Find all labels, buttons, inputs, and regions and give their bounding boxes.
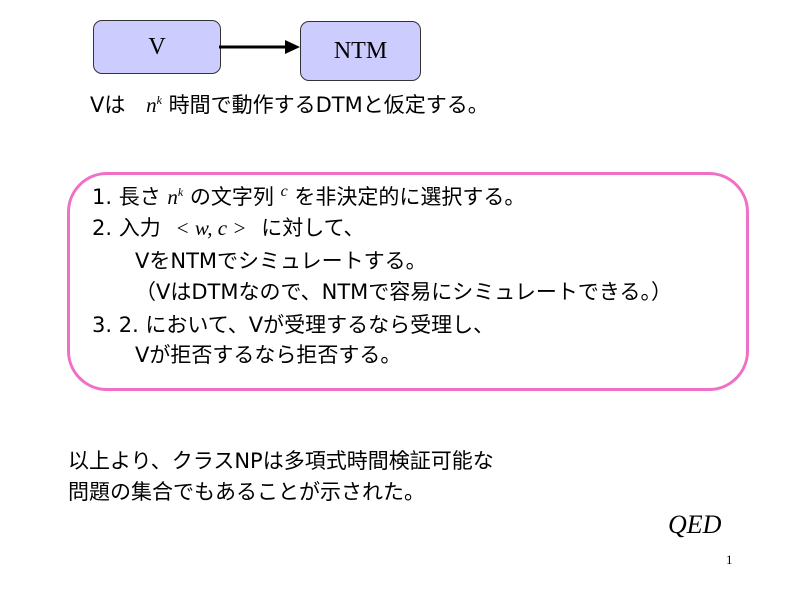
box-ntm-label: NTM (333, 37, 388, 64)
box-v-label: V (148, 33, 166, 60)
arrow-icon (219, 40, 300, 54)
step-1-mid: の文字列 (189, 185, 274, 209)
step-1: 1. 長さ nk の文字列 c を非決定的に選択する。 (92, 184, 525, 208)
assumption-text: Vは nk 時間で動作するDTMと仮定する。 (90, 94, 489, 116)
box-ntm: NTM (300, 21, 421, 81)
step-2: 2. 入力 < w, c > に対して、 (92, 218, 365, 239)
qed-mark: QED (668, 510, 722, 539)
steps-frame (67, 172, 749, 391)
step-1-math: nk (167, 185, 183, 209)
assumption-pre: Vは (90, 93, 126, 117)
page-number: 1 (726, 552, 733, 567)
step-1-post: を非決定的に選択する。 (294, 185, 526, 209)
math-n: n (167, 185, 178, 209)
step-3: 3. 2. において、Vが受理するなら受理し、 (92, 313, 495, 337)
step-2-line-2: VをNTMでシミュレートする。 (135, 249, 427, 273)
step-2-pre: 2. 入力 (92, 216, 161, 240)
step-2-post: に対して、 (261, 216, 365, 240)
step-2-math: < w, c > (175, 216, 247, 240)
math-k: k (156, 93, 162, 107)
step-1-pre: 1. 長さ (92, 185, 161, 209)
conclusion-line-1: 以上より、クラスNPは多項式時間検証可能な (68, 449, 494, 473)
box-v: V (93, 20, 221, 74)
step-2-note: （VはDTMなので、NTMで容易にシミュレートできる。） (135, 280, 672, 304)
assumption-post: 時間で動作するDTMと仮定する。 (168, 93, 489, 117)
conclusion-line-2: 問題の集合でもあることが示された。 (68, 480, 425, 504)
assumption-math: nk (146, 93, 162, 117)
math-k: k (177, 185, 184, 199)
step-3-line-2: Vが拒否するなら拒否する。 (135, 343, 402, 367)
math-n: n (146, 93, 157, 117)
math-c: c (280, 183, 288, 200)
